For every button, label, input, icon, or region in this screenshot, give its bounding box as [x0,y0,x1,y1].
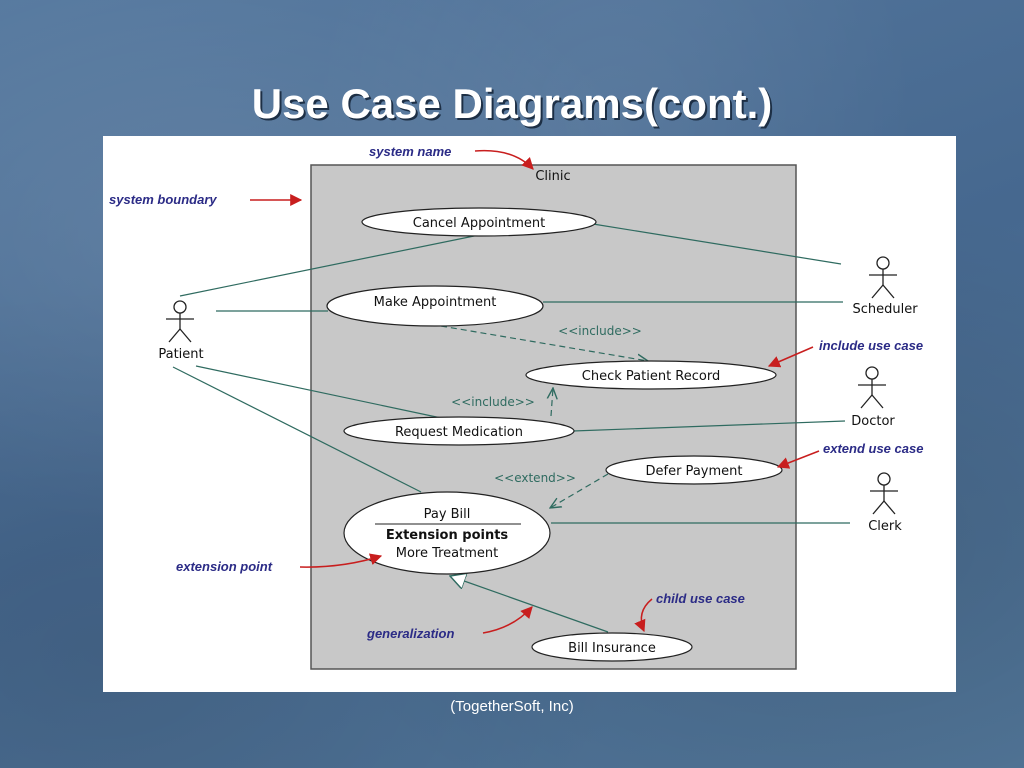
extend-label: <<extend>> [494,471,576,485]
actor-clerk-icon [870,472,898,515]
actor-doctor-icon [858,366,886,409]
source-credit: (TogetherSoft, Inc) [450,698,574,715]
use-case-cancel-appointment [361,207,597,237]
use-case-request-medication [343,416,575,446]
use-case-check-patient-record [525,360,777,390]
extend-defer-to-paybill [550,473,609,508]
callout-child-use-case: child use case [656,591,745,606]
callout-system-boundary: system boundary [109,192,217,207]
association-patient-cancel [179,234,480,297]
association-patient-paybill [172,366,422,493]
arrow-generalization [482,606,533,634]
extension-point-more-treatment: More Treatment [396,546,499,561]
use-case-cancel-appointment-label: Cancel Appointment [413,216,545,231]
use-case-make-appointment [326,285,544,327]
use-case-make-appointment-label: Make Appointment [374,295,497,310]
callout-include-use-case: include use case [819,338,923,353]
use-case-check-patient-record-label: Check Patient Record [582,369,720,384]
use-case-request-medication-label: Request Medication [395,425,523,440]
include-label-1: <<include>> [558,324,642,338]
arrow-child-use-case [634,598,653,633]
system-name-label: Clinic [535,169,570,184]
actor-doctor-label: Doctor [851,414,895,429]
arrow-system-name [474,149,534,170]
use-case-bill-insurance-label: Bill Insurance [568,641,656,656]
callout-generalization: generalization [366,626,454,641]
arrow-extension-point [299,553,383,568]
actor-patient-icon [166,300,194,343]
include-label-2: <<include>> [451,395,535,409]
arrow-extend-use-case [776,450,820,469]
system-boundary [310,164,797,670]
arrow-include-use-case [767,346,814,368]
use-case-bill-insurance [531,632,693,662]
use-case-pay-bill-label: Pay Bill [424,507,471,522]
use-case-defer-payment-label: Defer Payment [646,464,743,479]
extension-points-heading: Extension points [386,528,509,543]
actor-scheduler-icon [869,256,897,299]
use-case-diagram: Clinic Cancel Appointment Make Appointme… [103,136,956,692]
actor-clerk-label: Clerk [868,519,902,534]
include-make-to-check [440,325,648,361]
callout-system-name: system name [369,144,451,159]
generalization-billinsurance-to-paybill [450,576,609,633]
association-scheduler-cancel [592,223,842,265]
use-case-pay-bill [343,491,551,575]
callout-extend-use-case: extend use case [823,441,923,456]
callout-extension-point: extension point [176,559,273,574]
actor-patient-label: Patient [158,347,203,362]
association-patient-request [195,365,447,420]
association-doctor-request [572,420,846,432]
use-case-defer-payment [605,455,783,485]
include-request-to-check [551,388,553,417]
slide-title: Use Case Diagrams(cont.) [251,80,773,127]
actor-scheduler-label: Scheduler [852,302,918,317]
